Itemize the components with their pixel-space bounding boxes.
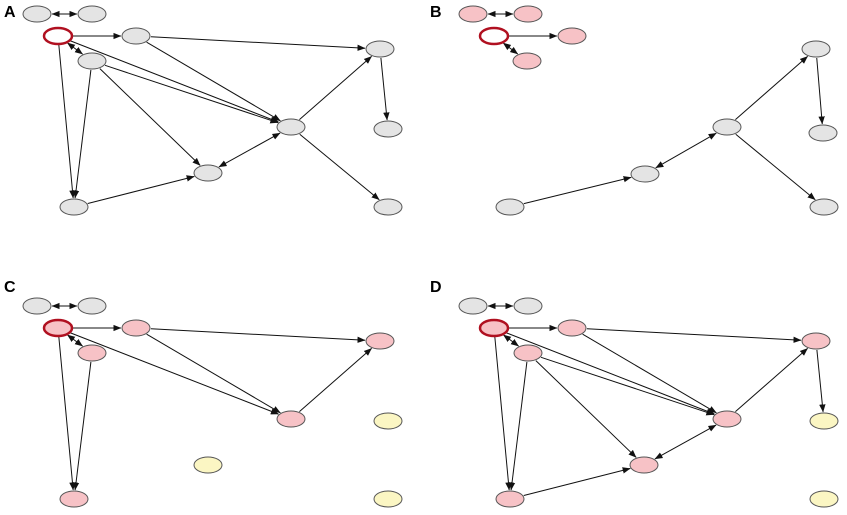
edge-d-hub-ne	[735, 347, 808, 413]
node-b-hub	[712, 118, 742, 136]
edge-a-bl-mid	[87, 175, 195, 204]
edge-a-mid-hub	[218, 132, 281, 168]
node-a-a2	[77, 5, 107, 23]
node-b-src	[478, 26, 510, 46]
panel-label-a: A	[4, 4, 16, 21]
edge-d-src-bl	[494, 336, 512, 491]
edge-a-n3-bl	[72, 69, 92, 199]
node-c-hub	[276, 410, 306, 428]
node-d-a1	[458, 297, 488, 315]
node-b-a1	[458, 5, 488, 23]
node-c-ne	[365, 332, 395, 350]
panel-c: C	[4, 279, 403, 508]
edge-d-mid-hub	[654, 424, 717, 460]
panel-a-edges	[51, 10, 390, 204]
edge-d-n3-mid	[535, 360, 637, 458]
edge-b-ne-ne2	[816, 57, 825, 125]
node-a-n3	[77, 52, 107, 70]
panel-label-c: C	[4, 279, 16, 296]
panel-c-edges	[51, 302, 372, 491]
node-b-ne	[801, 40, 831, 58]
node-a-src	[42, 26, 74, 46]
panel-a: A	[4, 4, 403, 216]
node-b-se	[809, 198, 839, 216]
panel-d: D	[430, 279, 839, 508]
node-a-hub	[276, 118, 306, 136]
edge-a-src-hub	[70, 40, 279, 123]
node-c-mid	[193, 456, 223, 474]
edge-c-src-hub	[70, 332, 279, 415]
panel-label-b: B	[430, 4, 442, 21]
node-d-bl	[495, 490, 525, 508]
edge-c-src-bl	[58, 336, 76, 491]
node-d-a2	[513, 297, 543, 315]
panel-d-edges	[487, 302, 826, 496]
edge-d-src-hub	[506, 332, 715, 415]
node-a-bl	[59, 198, 89, 216]
edge-b-mid-hub	[655, 132, 717, 169]
node-c-n2	[121, 319, 151, 337]
node-c-a2	[77, 297, 107, 315]
edge-d-bl-mid	[523, 467, 631, 496]
edge-d-n3-bl	[508, 361, 528, 491]
edge-a-n3-hub	[104, 64, 279, 124]
node-b-n3	[512, 52, 542, 70]
edge-d-n2-hub	[582, 333, 717, 414]
node-d-ne2	[809, 412, 839, 430]
node-b-a2	[513, 5, 543, 23]
panel-b-edges	[487, 10, 825, 205]
panel-b: B	[430, 4, 839, 216]
edge-a-ne-ne2	[380, 57, 390, 121]
node-a-n2	[121, 27, 151, 45]
edge-c-n2-hub	[146, 333, 281, 414]
edge-a-src-bl	[58, 44, 76, 199]
edge-c-src-n3	[67, 334, 83, 347]
node-d-n3	[513, 344, 543, 362]
edge-b-hub-ne	[735, 55, 808, 121]
panel-b-nodes	[458, 5, 839, 216]
edge-b-hub-se	[735, 133, 816, 201]
panel-label-d: D	[430, 279, 442, 296]
node-a-se	[373, 198, 403, 216]
edge-a-hub-ne	[299, 55, 372, 121]
node-d-ne	[801, 332, 831, 350]
edge-a-n2-ne	[150, 36, 366, 51]
panel-a-nodes	[22, 5, 403, 216]
node-d-hub	[712, 410, 742, 428]
node-a-ne2	[373, 120, 403, 138]
edge-c-n2-ne	[150, 328, 366, 343]
node-b-bl	[495, 198, 525, 216]
edge-a-src-n3	[67, 42, 83, 55]
edge-b-src-n3	[502, 42, 519, 55]
node-c-bl	[59, 490, 89, 508]
node-c-src	[42, 318, 74, 338]
edge-d-n2-ne	[586, 328, 802, 343]
node-b-ne2	[808, 124, 838, 142]
edge-a-hub-se	[299, 133, 380, 201]
node-c-n3	[77, 344, 107, 362]
node-c-se	[373, 490, 403, 508]
edge-a-n2-hub	[146, 41, 281, 122]
node-c-a1	[22, 297, 52, 315]
panel-c-nodes	[22, 297, 403, 508]
edge-d-src-n3	[503, 334, 519, 347]
node-a-mid	[193, 164, 223, 182]
edge-b-bl-mid	[523, 176, 632, 205]
edge-a-n3-mid	[99, 68, 201, 166]
node-c-ne2	[373, 412, 403, 430]
node-d-n2	[557, 319, 587, 337]
node-d-se	[809, 490, 839, 508]
node-b-mid	[630, 165, 660, 183]
node-a-a1	[22, 5, 52, 23]
node-b-n2	[557, 27, 587, 45]
edge-d-ne-ne2	[816, 349, 826, 413]
panel-d-nodes	[458, 297, 839, 508]
node-d-mid	[629, 456, 659, 474]
edge-d-n3-hub	[540, 356, 715, 416]
edge-c-n3-bl	[72, 361, 92, 491]
node-d-src	[478, 318, 510, 338]
edge-c-hub-ne	[299, 347, 372, 413]
node-a-ne	[365, 40, 395, 58]
